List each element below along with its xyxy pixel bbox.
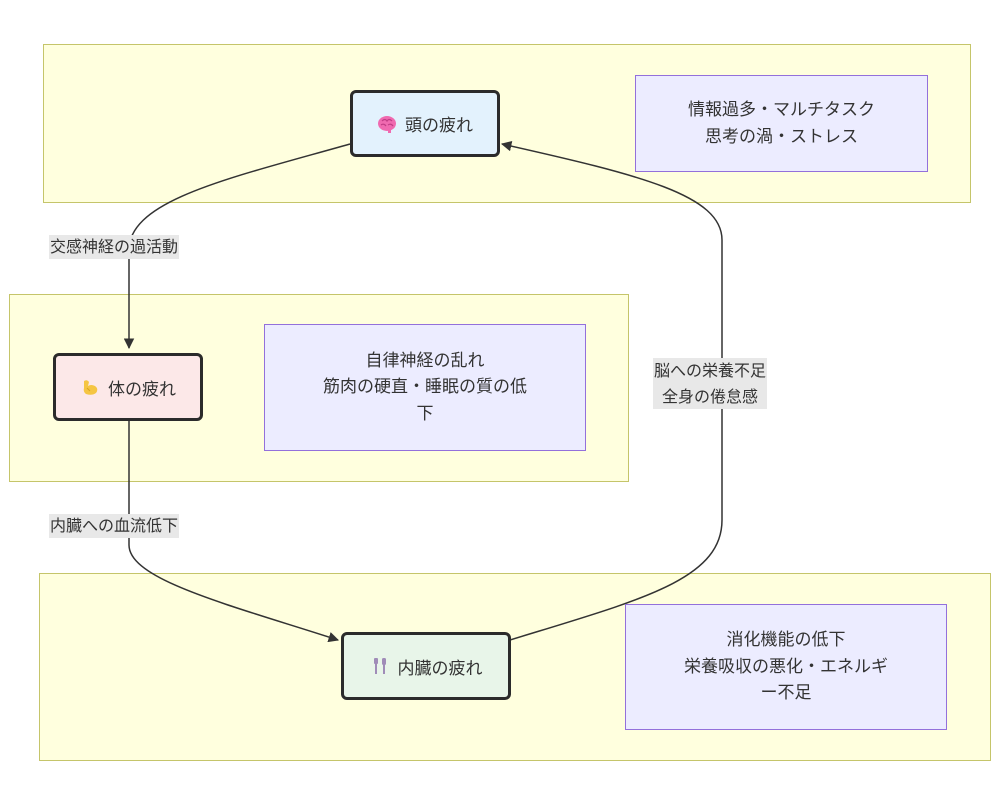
node-label: 体の疲れ bbox=[108, 379, 176, 400]
node-label: 内臓の疲れ bbox=[397, 658, 483, 679]
edge-label-line: 全身の倦怠感 bbox=[662, 386, 759, 406]
note-line: 情報過多・マルチタスク bbox=[688, 100, 875, 121]
node-head-fatigue[interactable]: 頭の疲れ bbox=[350, 90, 500, 157]
edge-label-gut-to-head: 脳への栄養不足 全身の倦怠感 bbox=[653, 358, 768, 410]
node-body-fatigue[interactable]: 体の疲れ bbox=[53, 353, 203, 421]
note-line: 筋肉の硬直・睡眠の質の低 bbox=[323, 377, 527, 398]
node-label: 頭の疲れ bbox=[405, 116, 473, 136]
edge-label-head-to-body: 交感神経の過活動 bbox=[49, 235, 180, 259]
note-line: ー不足 bbox=[760, 683, 812, 704]
brain-icon bbox=[377, 114, 397, 134]
node-gut-fatigue[interactable]: 内臓の疲れ bbox=[341, 632, 511, 700]
note-head-fatigue: 情報過多・マルチタスク 思考の渦・ストレス bbox=[635, 75, 928, 172]
edge-label-line: 交感神経の過活動 bbox=[50, 237, 179, 256]
flexed-biceps-icon bbox=[80, 377, 100, 397]
note-line: 栄養吸収の悪化・エネルギ bbox=[684, 656, 888, 677]
note-line: 下 bbox=[416, 403, 434, 424]
edge-label-body-to-gut: 内臓への血流低下 bbox=[49, 514, 180, 538]
edge-label-line: 内臓への血流低下 bbox=[50, 516, 179, 535]
note-line: 消化機能の低下 bbox=[726, 630, 846, 651]
fork-and-knife-icon bbox=[370, 656, 390, 676]
note-line: 思考の渦・ストレス bbox=[705, 126, 858, 147]
edge-label-line: 脳への栄養不足 bbox=[654, 361, 767, 380]
note-gut-fatigue: 消化機能の低下 栄養吸収の悪化・エネルギ ー不足 bbox=[625, 604, 947, 730]
note-line: 自律神経の乱れ bbox=[365, 350, 485, 371]
note-body-fatigue: 自律神経の乱れ 筋肉の硬直・睡眠の質の低 下 bbox=[264, 324, 586, 451]
